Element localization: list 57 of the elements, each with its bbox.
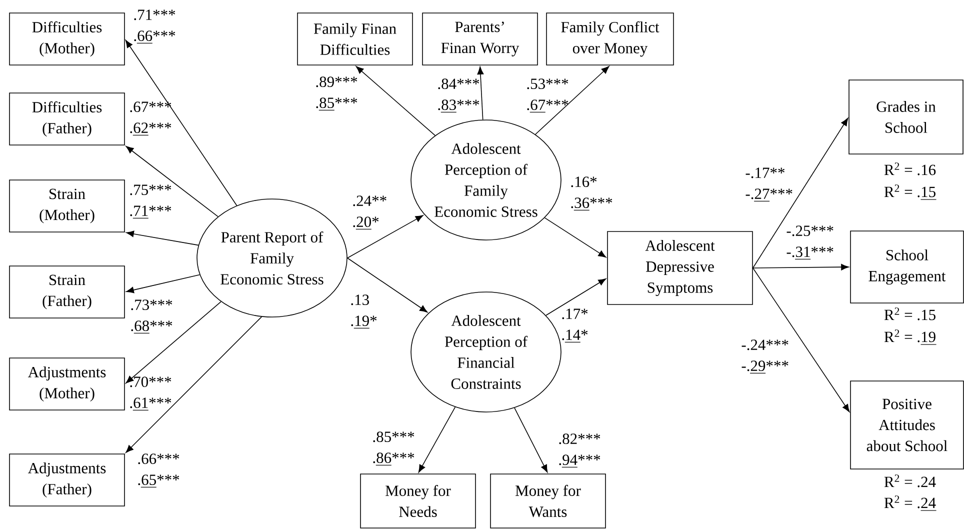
fit-statistic: R$^{2}$ = .16 [884, 162, 936, 176]
edge-label: .16* .36*** [571, 176, 612, 210]
arrow [535, 66, 610, 135]
fit-statistic: R$^{2}$ = .15 [884, 308, 936, 320]
edge-label: -.17** -.27*** [746, 168, 792, 202]
variable-box: School Engagement [850, 230, 964, 304]
variable-box: Difficulties (Father) [9, 92, 125, 146]
variable-box: Parents’ Finan Worry [422, 12, 538, 66]
fit-statistic: R$^{2}$ = .24 [884, 496, 937, 511]
edge-label: .24** .20* [353, 196, 386, 230]
arrow [126, 274, 200, 294]
arrow [752, 264, 849, 270]
arrow [126, 301, 222, 384]
edge-label: .82*** .94*** [559, 434, 600, 468]
arrow [546, 278, 606, 316]
arrow [752, 118, 848, 268]
variable-box: Strain (Mother) [9, 180, 125, 232]
variable-box: Family Finan Difficulties [297, 12, 413, 66]
edge-label: .75*** .71*** [130, 184, 172, 218]
arrow [126, 230, 199, 246]
variable-box: Strain (Father) [9, 266, 125, 318]
variable-box: Money for Needs [360, 474, 476, 528]
edge-label: .71*** .66*** [134, 10, 176, 44]
arrow [126, 316, 262, 453]
variable-box: Adjustments (Father) [9, 454, 125, 506]
variable-box: Adjustments (Mother) [9, 358, 125, 410]
arrow [126, 146, 218, 217]
arrow [544, 217, 606, 258]
edge-label: .70*** .61*** [130, 376, 172, 410]
edge-label: .17* .14* [562, 308, 588, 342]
edge-label: .67*** .62*** [130, 102, 172, 136]
edge-label: -.24*** -.29*** [742, 340, 788, 374]
arrow [125, 40, 238, 206]
edge-label: .85*** .86*** [373, 432, 414, 466]
edge-label: -.25*** -.31*** [786, 226, 834, 260]
variable-box: Adolescent Depressive Symptoms [607, 231, 753, 305]
edge-label: .73*** .68*** [131, 300, 172, 334]
fit-statistic: R$^{2}$ = .19 [884, 330, 937, 345]
variable-box: Grades in School [848, 80, 964, 154]
variable-box: Difficulties (Mother) [9, 12, 125, 66]
arrow [347, 215, 424, 258]
edge-label: .13 .19* [351, 294, 377, 328]
edge-label: .89*** .85*** [316, 76, 358, 110]
variable-box: Family Conflict over Money [546, 12, 674, 66]
edge-label: .53*** .67*** [527, 78, 568, 112]
arrow [514, 408, 548, 473]
edge-label: .84*** .83*** [438, 78, 480, 112]
arrow [752, 268, 850, 412]
arrow [418, 406, 456, 473]
arrow [477, 66, 484, 120]
arrow [347, 258, 428, 312]
fit-statistic: R$^{2}$ = .24 [884, 474, 936, 488]
arrow [356, 66, 436, 136]
variable-box: Positive Attitudes about School [850, 380, 964, 470]
fit-statistic: R$^{2}$ = .15 [884, 184, 937, 200]
variable-box: Money for Wants [490, 474, 606, 528]
edge-label: .66*** .65*** [138, 454, 180, 488]
